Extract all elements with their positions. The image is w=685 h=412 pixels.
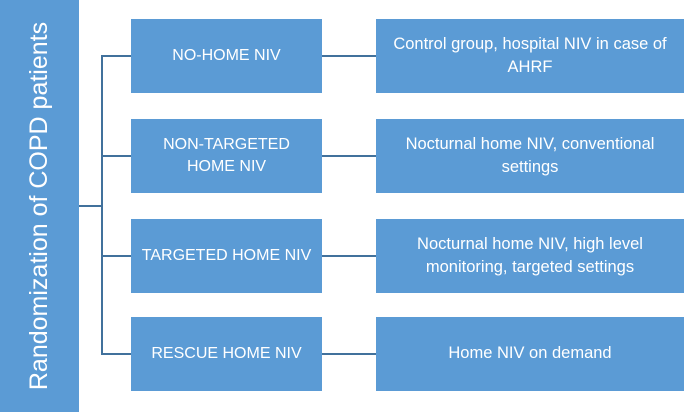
group-node-no-home-niv: NO-HOME NIV <box>131 19 322 93</box>
description-label: Nocturnal home NIV, high level monitorin… <box>417 234 643 276</box>
description-node-rescue-home-niv: Home NIV on demand <box>376 317 684 391</box>
group-node-non-targeted-home-niv: NON-TARGETED HOME NIV <box>131 119 322 193</box>
group-node-targeted-home-niv: TARGETED HOME NIV <box>131 219 322 293</box>
description-label: Nocturnal home NIV, conventional setting… <box>405 134 655 176</box>
group-label: NO-HOME NIV <box>172 46 281 64</box>
branch-3-connector <box>322 255 376 257</box>
branch-2-connector <box>322 155 376 157</box>
root-node: Randomization of COPD patients <box>0 0 79 412</box>
group-label: NON-TARGETED HOME NIV <box>163 135 290 175</box>
branch-4-connector <box>322 353 376 355</box>
branch-1-stub <box>101 55 131 57</box>
description-node-targeted-home-niv: Nocturnal home NIV, high level monitorin… <box>376 219 684 293</box>
description-node-non-targeted-home-niv: Nocturnal home NIV, conventional setting… <box>376 119 684 193</box>
branch-4-stub <box>101 353 131 355</box>
root-label: Randomization of COPD patients <box>24 21 53 391</box>
branch-3-stub <box>101 255 131 257</box>
description-label: Home NIV on demand <box>448 344 612 363</box>
group-node-rescue-home-niv: RESCUE HOME NIV <box>131 317 322 391</box>
branch-bracket <box>101 55 103 354</box>
group-label: TARGETED HOME NIV <box>141 246 312 264</box>
root-connector <box>79 205 102 207</box>
description-node-no-home-niv: Control group, hospital NIV in case of A… <box>376 19 684 93</box>
branch-1-connector <box>322 55 376 57</box>
branch-2-stub <box>101 155 131 157</box>
description-label: Control group, hospital NIV in case of A… <box>393 34 667 76</box>
group-label: RESCUE HOME NIV <box>151 344 302 362</box>
